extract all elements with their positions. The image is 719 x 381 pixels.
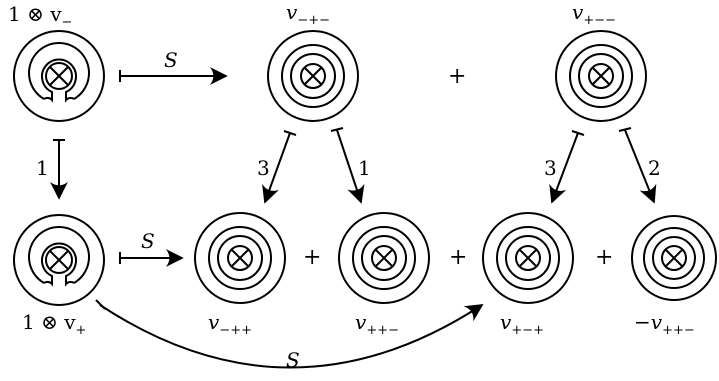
label-top-mid: v−+− <box>286 0 330 28</box>
arrow-label-right-left: 3 <box>544 156 557 180</box>
circle-diagram-bottom-3 <box>482 212 574 304</box>
arrow-right-right <box>618 127 657 204</box>
arrow-s-curve <box>95 299 484 369</box>
circle-diagram-bottom-left <box>13 214 105 306</box>
circle-diagram-bottom-2 <box>338 212 430 304</box>
label-bottom-left: 1 ⊗ v+ <box>22 310 87 338</box>
plus-sign-bottom-2: + <box>449 245 468 270</box>
arrow-mid-right <box>330 127 365 204</box>
circle-diagram-bottom-4 <box>631 215 717 301</box>
label-bottom-2: v++− <box>355 310 399 338</box>
arrow-label-right-right: 2 <box>648 156 661 180</box>
arrow-s-bottom <box>119 249 184 267</box>
plus-sign-top: + <box>448 64 467 89</box>
label-bottom-1: v−++ <box>208 310 252 338</box>
circle-diagram-top-right <box>555 30 647 122</box>
arrow-vertical <box>50 139 68 200</box>
plus-sign-bottom-1: + <box>303 245 322 270</box>
arrow-label-mid-left: 3 <box>257 156 270 180</box>
plus-sign-bottom-3: + <box>595 245 614 270</box>
label-bottom-4: −v++− <box>634 310 695 338</box>
arrow-label-s-curve: S <box>286 348 300 372</box>
arrow-mid-left <box>262 130 297 204</box>
arrow-label-vertical: 1 <box>36 156 49 180</box>
circle-diagram-bottom-1 <box>194 212 286 304</box>
arrow-label-s-bottom: S <box>141 229 155 253</box>
circle-diagram-top-mid <box>267 30 359 122</box>
label-top-left: 1 ⊗ v− <box>8 2 73 30</box>
label-top-right: v+−− <box>572 0 616 28</box>
arrow-s-top <box>119 67 228 85</box>
label-bottom-3: v+−+ <box>500 310 544 338</box>
arrow-label-mid-right: 1 <box>358 156 371 180</box>
circle-diagram-top-left <box>13 30 105 122</box>
arrow-label-s-top: S <box>164 48 178 72</box>
arrow-right-left <box>549 130 585 204</box>
